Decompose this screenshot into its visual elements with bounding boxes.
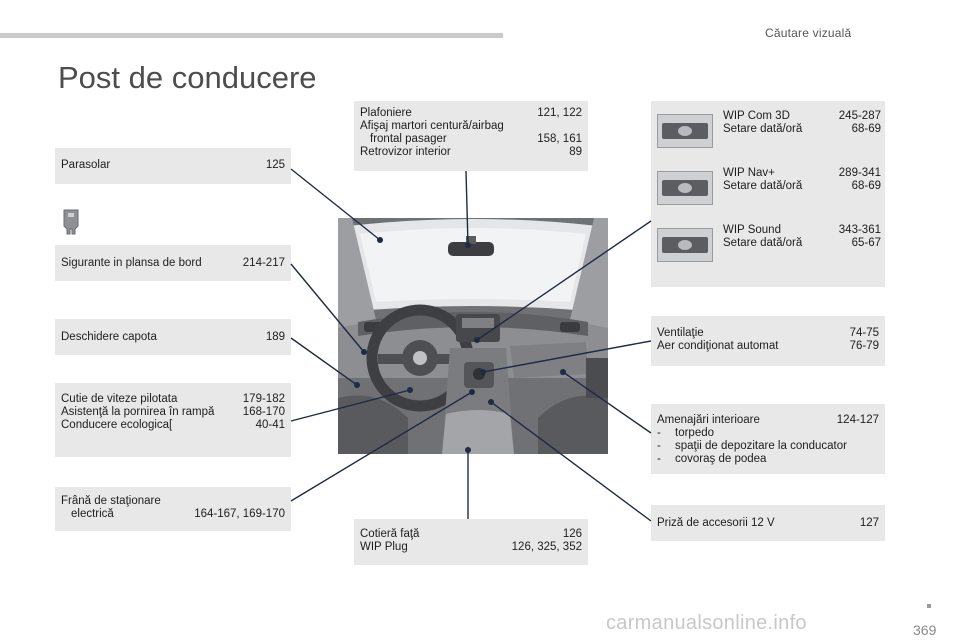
page-title: Post de conducere — [58, 60, 317, 95]
header-bar — [0, 33, 503, 38]
watermark: carmanualsonline.info — [606, 612, 807, 634]
row-afisaj: Afişaj martori centură/airbag — [360, 120, 504, 132]
wip-com-3d-image — [657, 114, 713, 148]
wip-nav-image — [657, 171, 713, 205]
page-number: 369 — [913, 622, 937, 638]
section-title: Căutare vizuală — [765, 26, 852, 40]
fuse-icon — [63, 209, 79, 235]
dashboard-photo — [338, 218, 608, 454]
footer-dot — [927, 604, 931, 608]
wip-sound-image — [657, 228, 713, 262]
